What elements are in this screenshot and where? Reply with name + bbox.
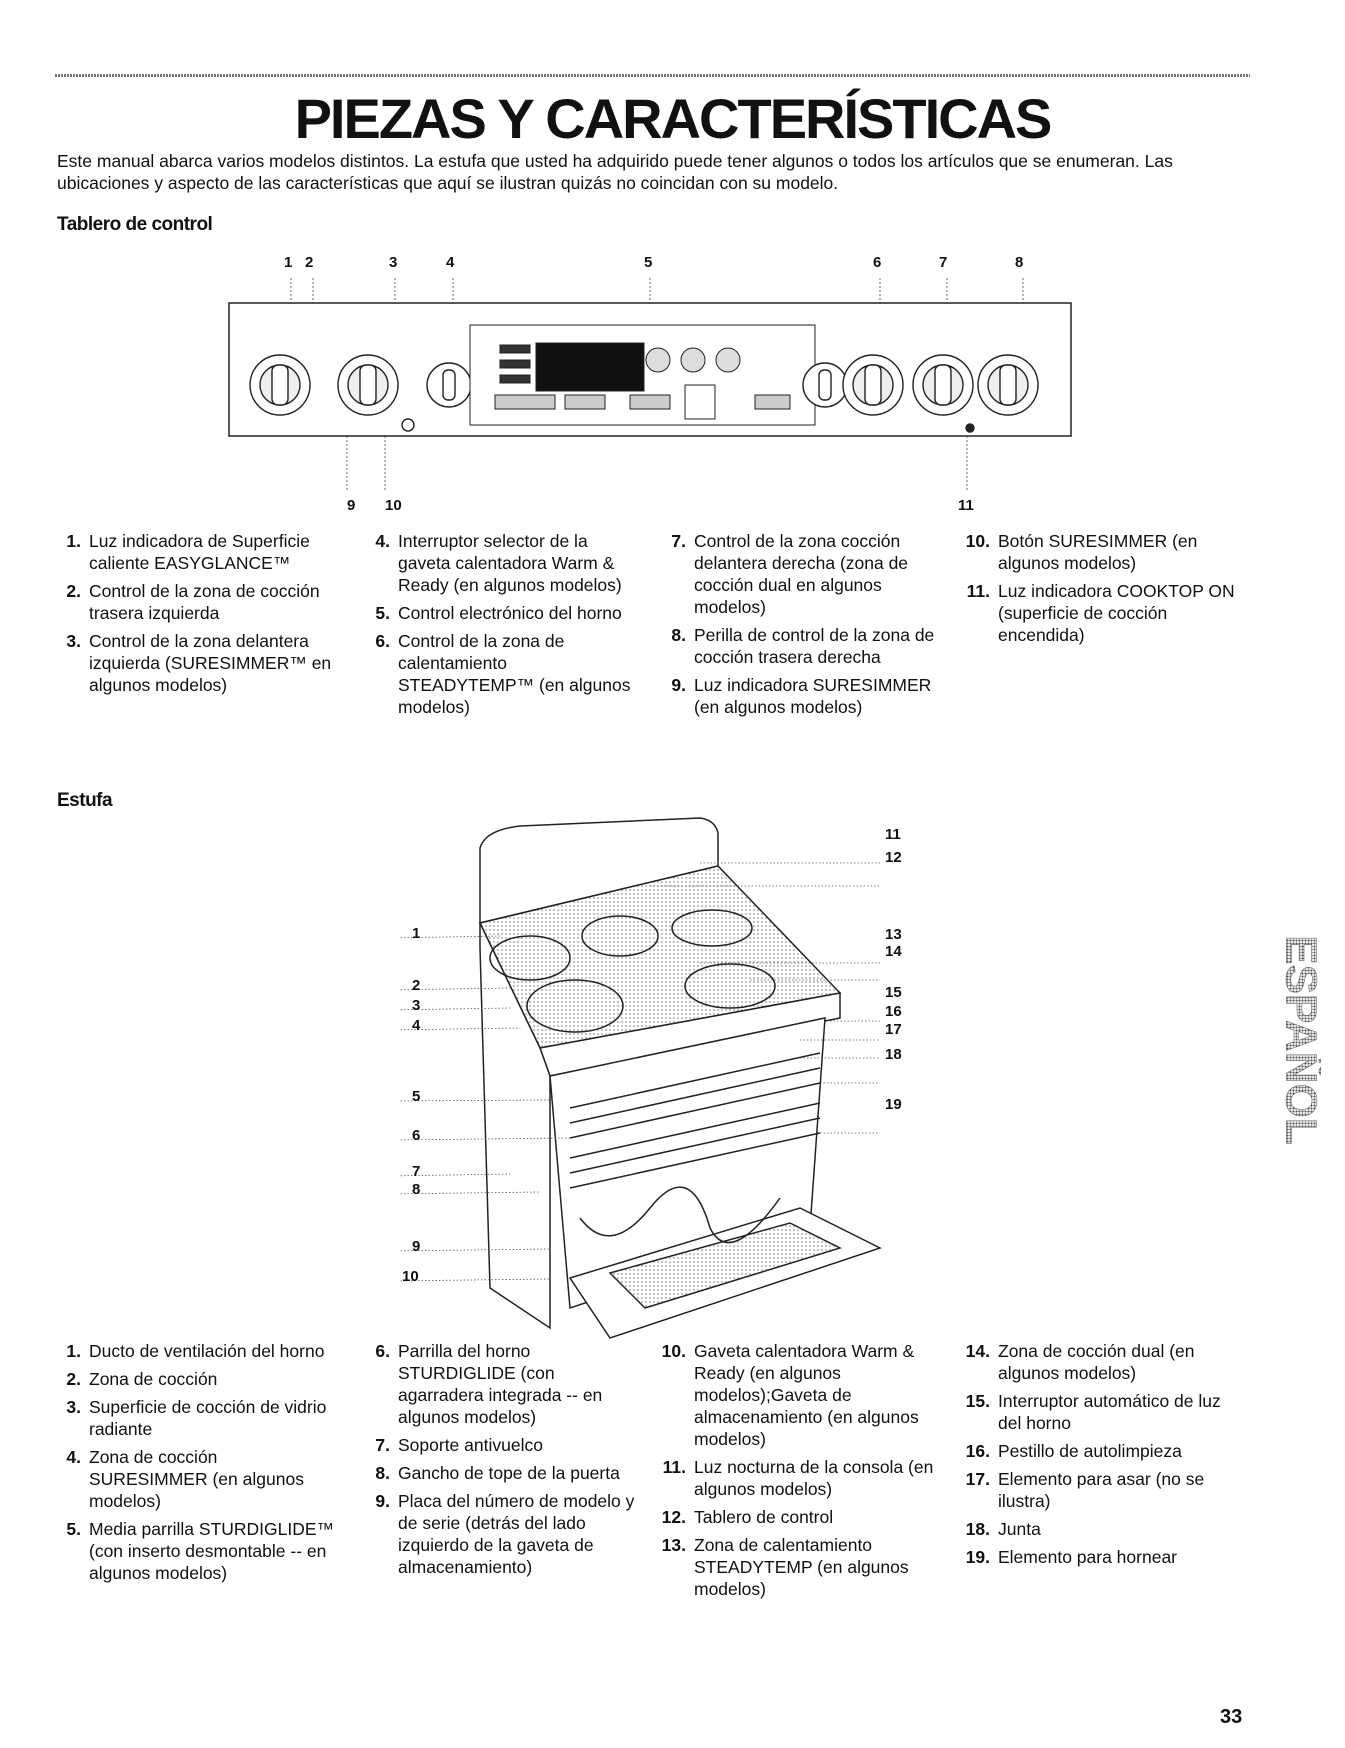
range-list-col3: 10.Gaveta calentadora Warm & Ready (en a… (650, 1340, 940, 1606)
list-item: 14.Zona de cocción dual (en algunos mode… (965, 1341, 1195, 1383)
list-item: 17.Elemento para asar (no se ilustra) (965, 1469, 1205, 1511)
list-item: 11.Luz indicadora COOKTOP ON (superficie… (966, 581, 1235, 645)
list-item: 10.Gaveta calentadora Warm & Ready (en a… (661, 1341, 919, 1449)
list-item: 5.Control electrónico del horno (375, 603, 622, 623)
list-item: 5.Media parrilla STURDIGLIDE™ (con inser… (66, 1519, 335, 1583)
list-item: 7.Control de la zona cocción delantera d… (671, 531, 909, 617)
range-callout-4: 4 (412, 1017, 421, 1034)
range-callout-16: 16 (885, 1003, 902, 1020)
page-number: 33 (1220, 1706, 1243, 1728)
range-callout-10: 10 (402, 1268, 419, 1285)
left-knobs (249, 354, 472, 432)
range-callout-3: 3 (412, 997, 421, 1014)
list-item: 8.Perilla de control de la zona de cocci… (671, 625, 935, 667)
range-callout-2: 2 (412, 977, 421, 994)
list-item: 11.Luz nocturna de la consola (en alguno… (662, 1457, 934, 1499)
list-item: 9.Luz indicadora SURESIMMER (en algunos … (671, 675, 932, 717)
panel-callout-6: 6 (873, 254, 882, 271)
range-illustration (400, 817, 882, 1339)
panel-callout-1: 1 (284, 254, 293, 271)
list-item: 15.Interruptor automático de luz del hor… (965, 1391, 1221, 1433)
section-heading-range: Estufa (57, 790, 113, 811)
list-item: 6.Control de la zona de calentamiento ST… (375, 631, 631, 717)
list-item: 1.Luz indicadora de Superficie caliente … (66, 531, 310, 573)
panel-callout-11: 11 (958, 497, 974, 514)
intro-paragraph: Este manual abarca varios modelos distin… (57, 151, 1173, 193)
panel-callout-9: 9 (347, 497, 356, 514)
range-callout-13: 13 (885, 926, 902, 943)
list-item: 4.Zona de cocción SURESIMMER (en algunos… (66, 1447, 304, 1511)
panel-callout-7: 7 (939, 254, 948, 271)
range-callout-9: 9 (412, 1238, 421, 1255)
panel-callout-3: 3 (389, 254, 398, 271)
range-callout-15: 15 (885, 984, 902, 1001)
list-item: 2.Zona de cocción (66, 1369, 218, 1389)
range-callout-18: 18 (885, 1046, 902, 1063)
list-item: 9.Placa del número de modelo y de serie … (375, 1491, 635, 1577)
list-item: 6.Parrilla del horno STURDIGLIDE (con ag… (375, 1341, 603, 1427)
list-item: 1.Ducto de ventilación del horno (66, 1341, 325, 1361)
language-side-tab: ESPAÑOL (1276, 935, 1321, 1145)
panel-callout-5: 5 (644, 254, 653, 271)
range-callout-6: 6 (412, 1127, 421, 1144)
range-callout-7: 7 (412, 1163, 421, 1180)
control-panel-list-col3: 7.Control de la zona cocción delantera d… (650, 530, 940, 724)
list-item: 16.Pestillo de autolimpieza (965, 1441, 1182, 1461)
panel-callout-8: 8 (1015, 254, 1024, 271)
list-item: 3.Superficie de cocción de vidrio radian… (66, 1397, 327, 1439)
range-callout-14: 14 (885, 943, 902, 960)
panel-callout-10: 10 (385, 497, 402, 514)
right-knobs (802, 354, 1039, 433)
side-tab-label: ESPAÑOL (1276, 935, 1321, 1144)
control-panel-list-col1: 1.Luz indicadora de Superficie caliente … (45, 530, 340, 702)
list-item: 13.Zona de calentamiento STEADYTEMP (en … (661, 1535, 909, 1599)
section-heading-control-panel: Tablero de control (57, 214, 213, 235)
list-item: 8.Gancho de tope de la puerta (375, 1463, 620, 1483)
range-callout-5: 5 (412, 1088, 421, 1105)
range-callout-11: 11 (885, 826, 901, 843)
range-callout-8: 8 (412, 1181, 421, 1198)
range-callout-1: 1 (412, 925, 421, 942)
control-panel-list-col4: 10.Botón SURESIMMER (en algunos modelos)… (954, 530, 1244, 652)
list-item: 7.Soporte antivuelco (375, 1435, 543, 1455)
range-list-col1: 1.Ducto de ventilación del horno 2.Zona … (45, 1340, 340, 1590)
list-item: 10.Botón SURESIMMER (en algunos modelos) (965, 531, 1198, 573)
list-item: 19.Elemento para hornear (965, 1547, 1177, 1567)
range-list-col4: 14.Zona de cocción dual (en algunos mode… (954, 1340, 1244, 1574)
list-item: 3.Control de la zona delantera izquierda… (66, 631, 332, 695)
range-list-col2: 6.Parrilla del horno STURDIGLIDE (con ag… (354, 1340, 644, 1584)
control-panel-illustration (228, 278, 1072, 492)
list-item: 4.Interruptor selector de la gaveta cale… (375, 531, 622, 595)
control-panel-list-col2: 4.Interruptor selector de la gaveta cale… (354, 530, 634, 724)
list-item: 18.Junta (965, 1519, 1041, 1539)
range-callout-12: 12 (885, 849, 902, 866)
list-item: 12.Tablero de control (661, 1507, 834, 1527)
list-item: 2.Control de la zona de cocción trasera … (66, 581, 320, 623)
top-rule (55, 74, 1250, 77)
page-title: PIEZAS Y CARACTERÍSTICAS (294, 87, 1053, 150)
range-callout-19: 19 (885, 1096, 902, 1113)
panel-callout-4: 4 (446, 254, 455, 271)
electronic-oven-control (469, 324, 816, 426)
panel-callout-2: 2 (305, 254, 314, 271)
range-callout-17: 17 (885, 1021, 902, 1038)
